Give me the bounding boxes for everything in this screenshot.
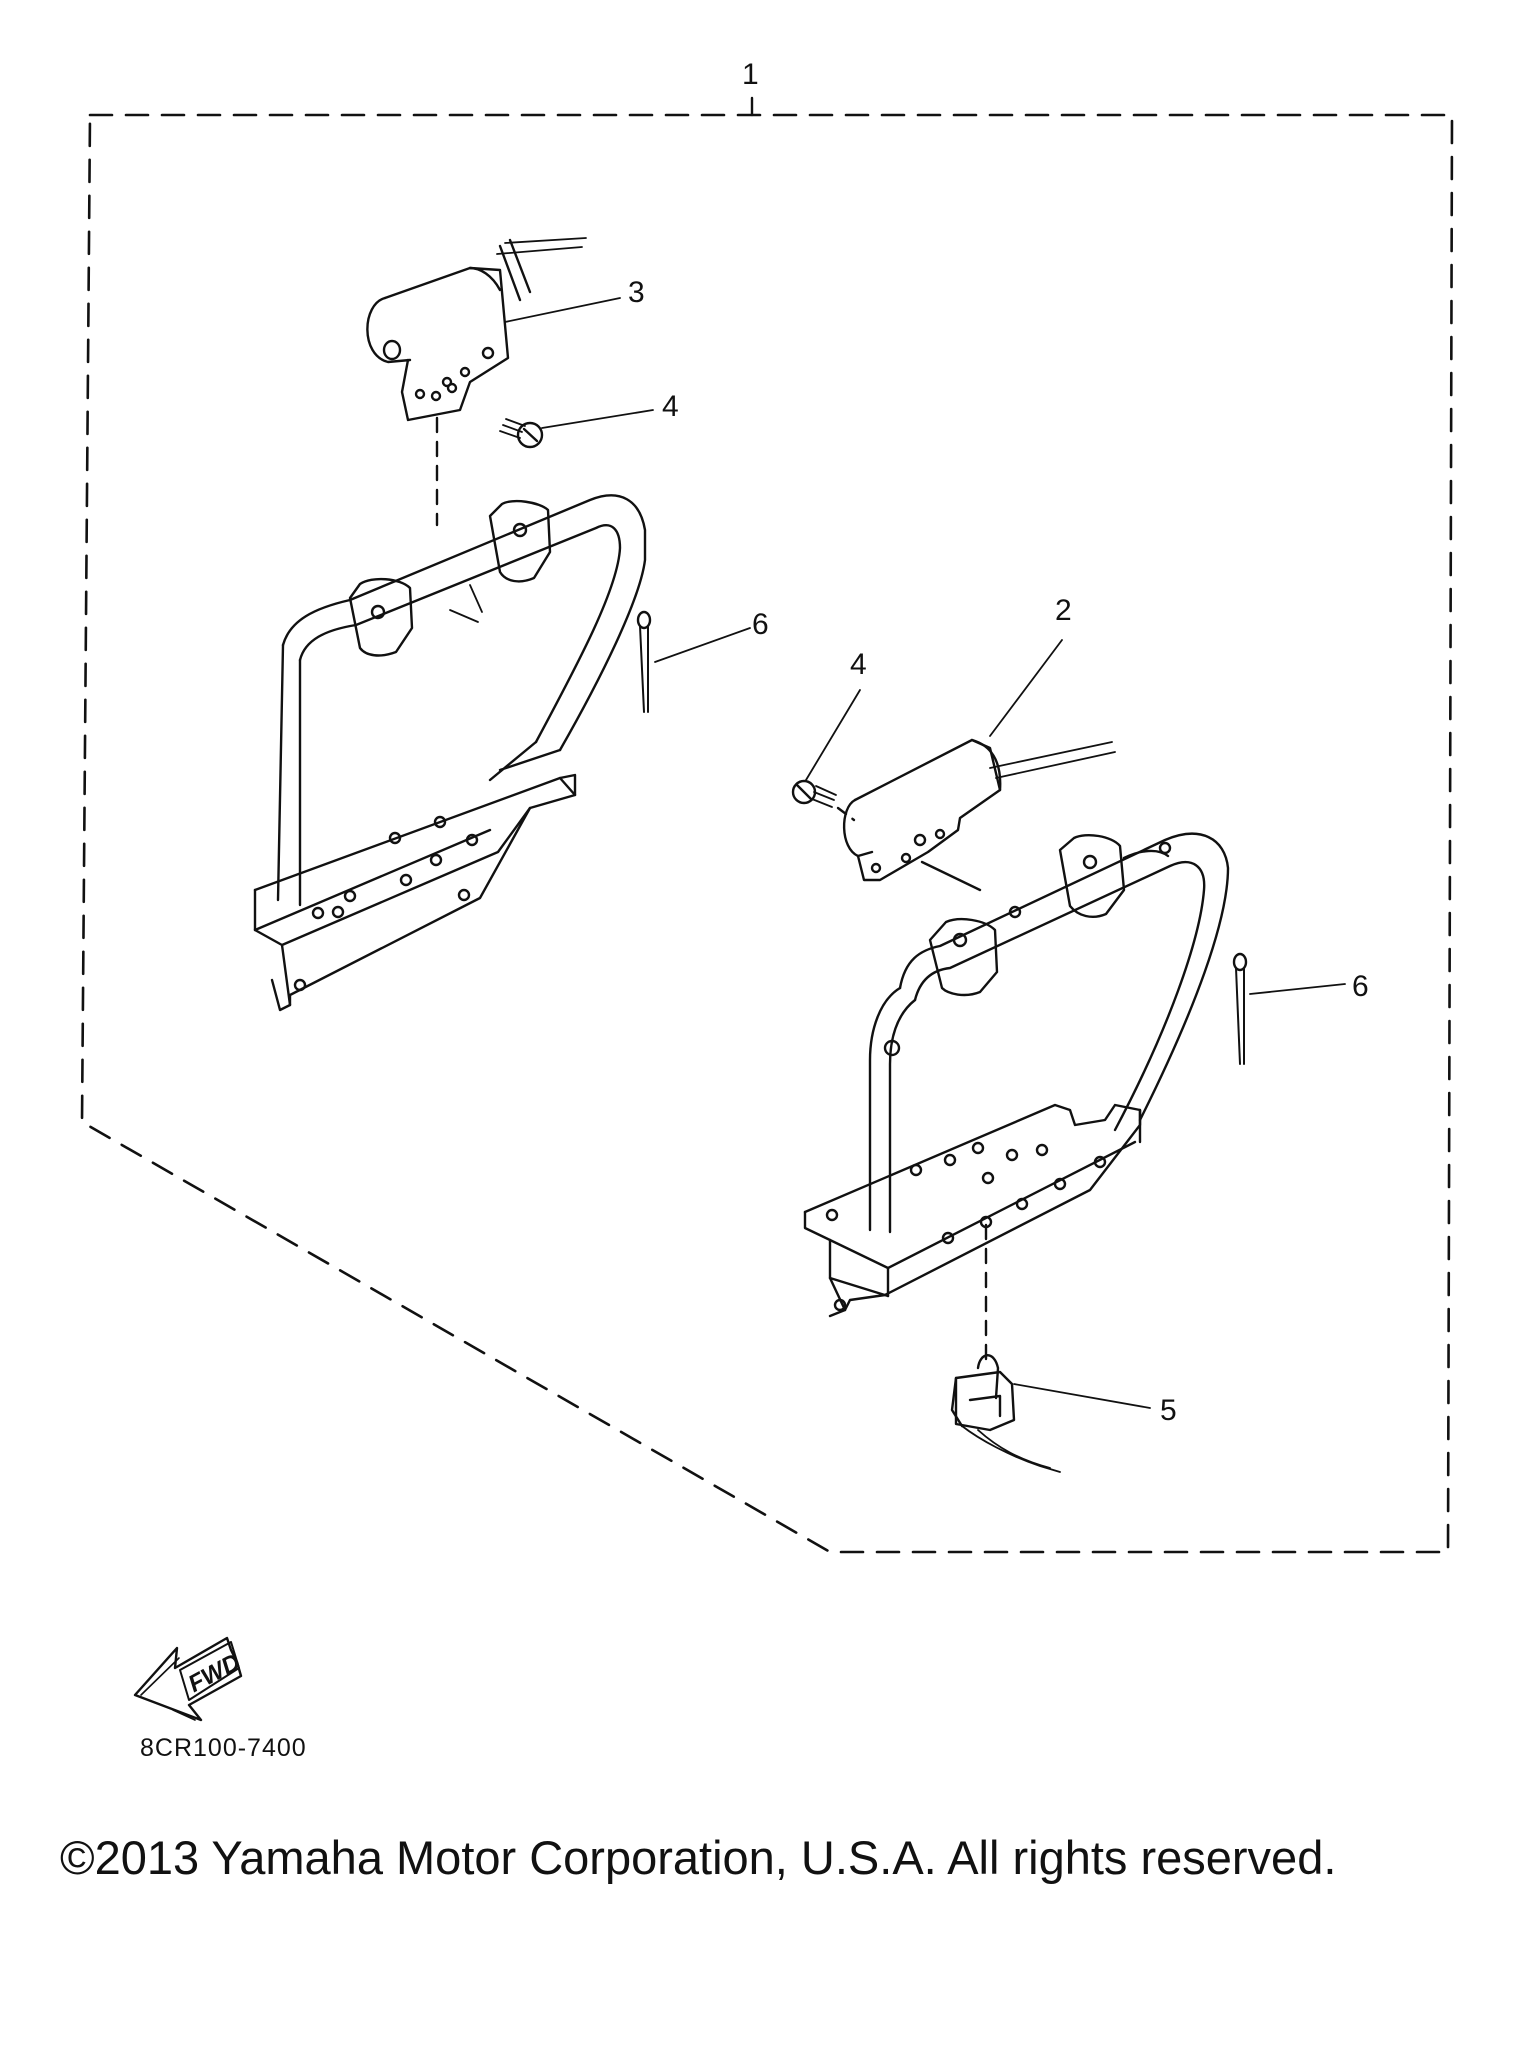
callout-6-right: 6 — [1352, 970, 1369, 1003]
fwd-arrow-icon: FWD — [133, 1636, 245, 1722]
callout-leader-6a — [654, 627, 751, 663]
callout-leader-4a — [541, 409, 654, 429]
callout-4-right: 4 — [850, 648, 867, 681]
part-6-pin-right — [1232, 952, 1248, 1065]
callout-4-upper: 4 — [662, 390, 679, 423]
callout-5: 5 — [1160, 1394, 1177, 1427]
part-3-light-housing — [366, 237, 587, 422]
left-light-bar-assembly — [253, 494, 647, 1012]
callout-leader-2 — [989, 639, 1063, 737]
part-6-pin-left — [636, 610, 652, 713]
callout-leader-4b — [805, 689, 861, 781]
callout-leader-6b — [1249, 983, 1346, 995]
callout-2: 2 — [1055, 594, 1072, 627]
part-4-screw-right — [791, 779, 837, 808]
right-light-bar-assembly — [803, 832, 1230, 1318]
assembly-guide-screw — [836, 806, 856, 822]
assembly-boundary — [80, 113, 1454, 1554]
callout-leader-3 — [504, 297, 621, 323]
part-2-light-housing — [842, 738, 1116, 882]
part-5-toggle-switch — [950, 1354, 1061, 1473]
part-4-screw-upper — [499, 418, 544, 449]
callout-6-left: 6 — [752, 608, 769, 641]
callout-3: 3 — [628, 276, 645, 309]
callout-leader-5 — [1013, 1383, 1151, 1409]
diagram-part-code: 8CR100-7400 — [140, 1734, 307, 1762]
callout-1: 1 — [742, 58, 759, 91]
copyright-notice: ©2013 Yamaha Motor Corporation, U.S.A. A… — [60, 1831, 1337, 1884]
